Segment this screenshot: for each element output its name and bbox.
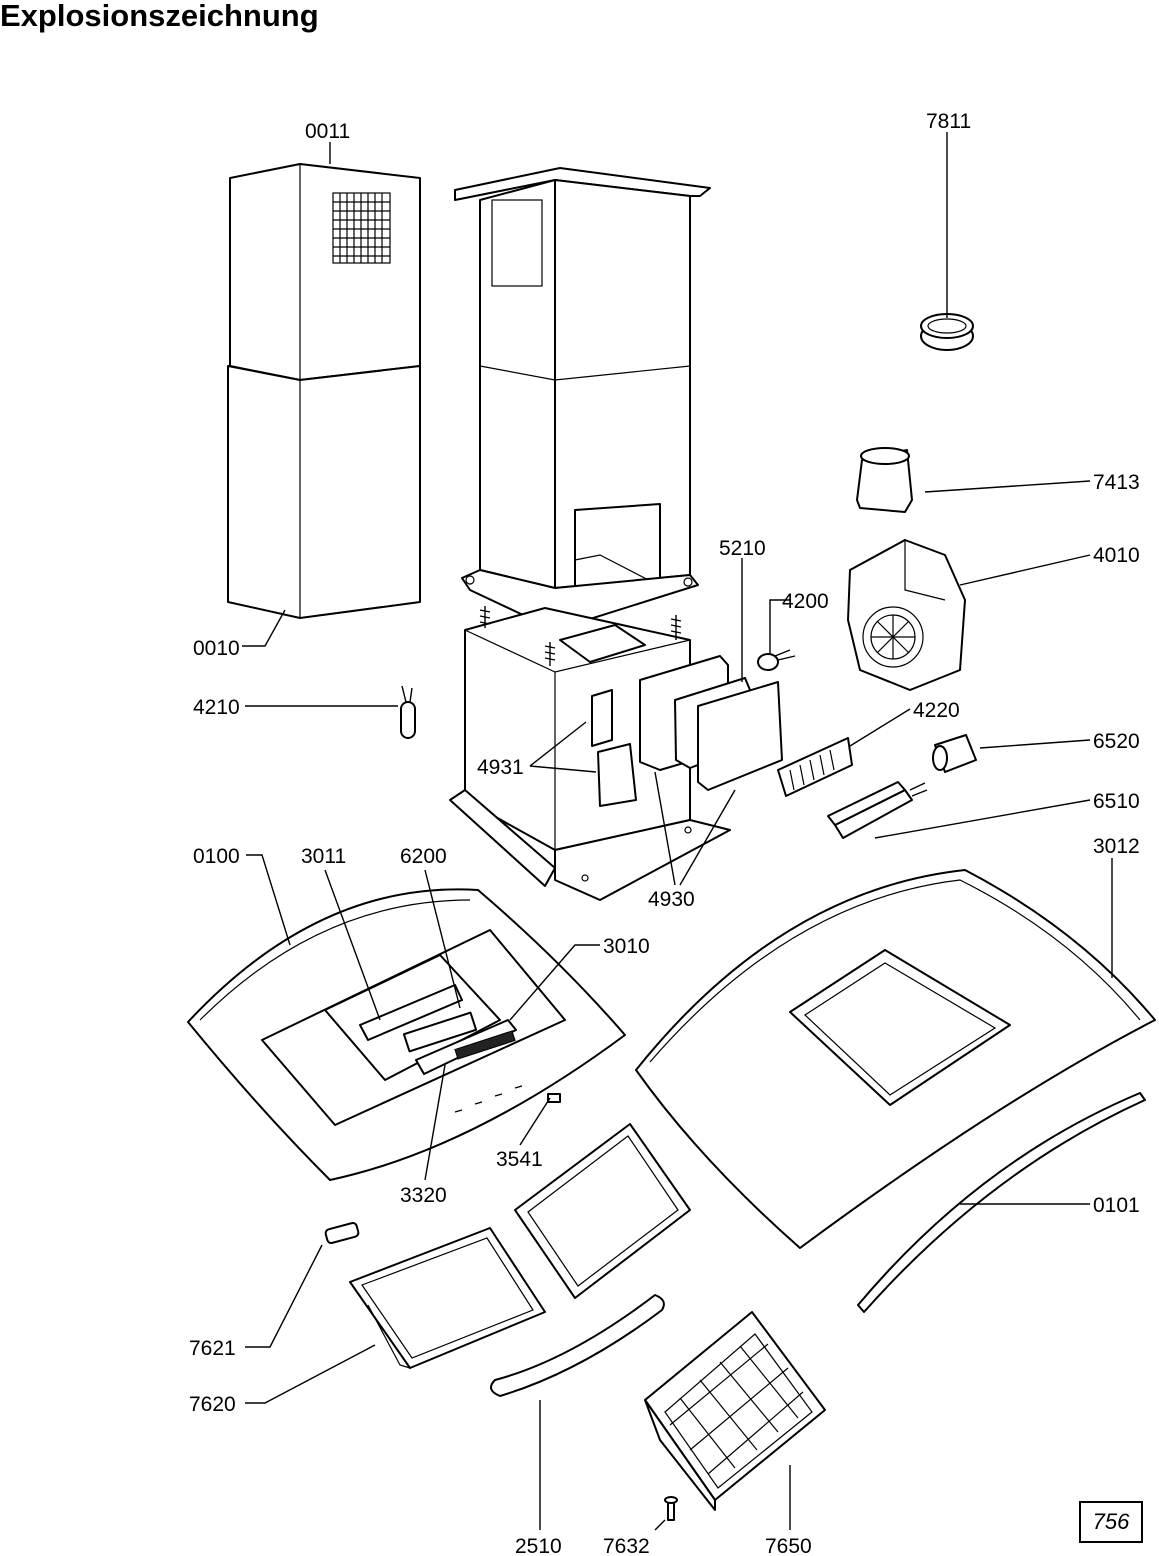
page-title: Explosionszeichnung (0, 0, 319, 33)
label-0100: 0100 (193, 845, 240, 868)
label-5210: 5210 (719, 537, 766, 560)
leader-lines (242, 132, 1113, 1531)
vent-grid (332, 192, 391, 264)
upper-chimney-cover (229, 163, 421, 381)
grease-filter-left (349, 1227, 546, 1369)
label-0011: 0011 (305, 120, 350, 143)
blower-fan (847, 539, 966, 691)
motor-capacitor (757, 649, 796, 671)
label-3012: 3012 (1093, 835, 1140, 858)
label-7650: 7650 (765, 1535, 812, 1556)
label-7413: 7413 (1093, 471, 1140, 494)
label-7621: 7621 (189, 1337, 236, 1360)
label-3320: 3320 (400, 1184, 447, 1207)
screw (664, 1496, 678, 1521)
label-3541: 3541 (496, 1148, 543, 1171)
label-0010: 0010 (193, 637, 240, 660)
label-3010: 3010 (603, 935, 650, 958)
grease-filter-right (514, 1123, 691, 1299)
label-7811: 7811 (926, 110, 971, 133)
label-4210: 4210 (193, 696, 240, 719)
filter-latch (324, 1221, 360, 1245)
part-number-labels: 0011 7811 7413 5210 4010 4200 0010 4210 … (189, 110, 1140, 1556)
label-2510: 2510 (515, 1535, 562, 1556)
carbon-filter (644, 1311, 826, 1511)
seal-gasket (490, 1294, 665, 1397)
label-6200: 6200 (400, 845, 447, 868)
lamp-holder (932, 734, 977, 773)
label-0101: 0101 (1093, 1194, 1140, 1217)
label-4930: 4930 (648, 888, 695, 911)
hood-body (187, 888, 626, 1181)
duct-ring (920, 313, 974, 351)
capacitor (400, 685, 416, 739)
control-modules (591, 649, 796, 807)
label-4931: 4931 (477, 756, 524, 779)
glass-canopy (635, 869, 1156, 1249)
lower-chimney-cover (227, 365, 421, 619)
label-7620: 7620 (189, 1393, 236, 1416)
trim-strip (857, 1092, 1146, 1313)
label-3011: 3011 (301, 845, 346, 868)
label-7632: 7632 (603, 1535, 650, 1556)
fluorescent-lamp (827, 781, 928, 839)
terminal-block (777, 737, 853, 797)
springs (479, 606, 682, 666)
label-6520: 6520 (1093, 730, 1140, 753)
page-number-box: 756 (1079, 1501, 1143, 1543)
label-6510: 6510 (1093, 790, 1140, 813)
label-4200: 4200 (782, 590, 829, 613)
label-4220: 4220 (913, 699, 960, 722)
inner-chimney-frame (454, 167, 711, 631)
backflow-damper (856, 447, 913, 513)
label-4010: 4010 (1093, 544, 1140, 567)
